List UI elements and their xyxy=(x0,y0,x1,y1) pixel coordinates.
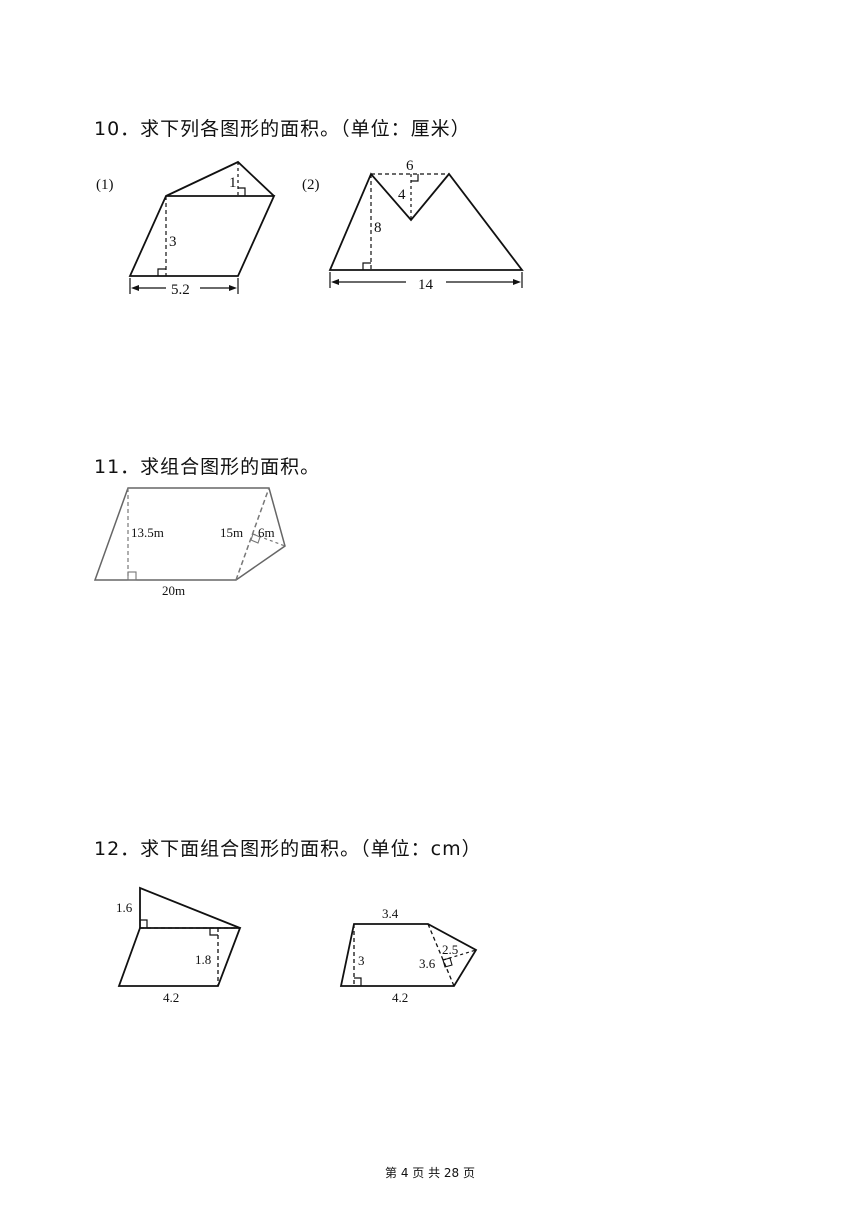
q10-fig1-base: 5.2 xyxy=(171,282,190,298)
q10-fig1-triangle xyxy=(165,160,275,197)
q10-fig2-h-small: 4 xyxy=(398,187,406,203)
q12-fig2-right-angle xyxy=(354,977,362,986)
q12-fig2-base: 4.2 xyxy=(392,990,408,1005)
q12-fig2-h-tri: 2.5 xyxy=(442,942,458,957)
q11-base: 20m xyxy=(162,583,185,598)
q10-fig1-parallelogram xyxy=(128,195,276,277)
q12-fig1-tri-right-angle xyxy=(140,919,148,928)
q10-fig2-right-angle xyxy=(362,262,371,270)
q12-fig1-parallelogram xyxy=(117,927,242,987)
q10-fig1-h-main: 3 xyxy=(169,234,177,250)
q10-fig2-h-main: 8 xyxy=(374,220,382,236)
q12-fig2-h-trap: 3 xyxy=(358,953,365,968)
q12-fig1-triangle xyxy=(139,886,241,929)
q10-fig2-small-right-angle xyxy=(411,174,419,182)
question-10-title: 10．求下列各图形的面积。（单位：厘米） xyxy=(94,118,471,140)
q11-right-angle xyxy=(127,571,137,581)
question-11-title: 11．求组合图形的面积。 xyxy=(94,456,321,478)
q10-fig2-base: 14 xyxy=(418,277,434,293)
q10-fig1-arrow-left xyxy=(131,285,139,291)
q12-fig2-outline xyxy=(339,923,478,987)
q10-fig1-arrow-right xyxy=(229,285,237,291)
q12-fig1-right-angle xyxy=(209,928,218,936)
q11-height: 13.5m xyxy=(131,525,164,540)
q10-fig1-right-angle xyxy=(157,268,166,276)
page-footer: 第 4 页 共 28 页 xyxy=(385,1166,475,1180)
q10-fig2-top: 6 xyxy=(406,158,414,174)
q12-fig2-tri-right-angle xyxy=(442,957,453,968)
q10-fig2-tag: (2) xyxy=(302,177,320,193)
q12-fig1-h-para: 1.8 xyxy=(195,952,211,967)
q10-fig1-h-small: 1 xyxy=(229,175,237,191)
q11-tri-right-angle xyxy=(250,533,261,544)
question-12-title: 12．求下面组合图形的面积。（单位：cm） xyxy=(94,838,482,860)
q11-outline xyxy=(93,487,286,581)
q12-fig2-diagonal xyxy=(427,923,455,987)
q12-fig2-top: 3.4 xyxy=(382,906,399,921)
q10-fig1-tag: (1) xyxy=(96,177,114,193)
q11-diag: 15m xyxy=(220,525,243,540)
q12-fig1-base: 4.2 xyxy=(163,990,179,1005)
q10-figure-1: (1) 3 1 5.2 xyxy=(96,160,276,298)
q10-figure-2: (2) 6 4 8 14 xyxy=(302,158,524,293)
q10-fig2-arrow-left xyxy=(331,279,339,285)
q10-fig2-shape xyxy=(328,172,524,271)
q10-fig1-small-right-angle xyxy=(238,187,246,196)
q12-fig2-diag: 3.6 xyxy=(419,956,436,971)
q11-h-tri: 6m xyxy=(258,525,275,540)
q12-fig1-h-tri: 1.6 xyxy=(116,900,133,915)
q12-figure-2: 3.4 3 3.6 2.5 4.2 xyxy=(339,906,478,1005)
q11-figure: 13.5m 15m 6m 20m xyxy=(93,487,286,598)
q12-figure-1: 1.6 1.8 4.2 xyxy=(116,886,242,1005)
q10-fig2-arrow-right xyxy=(513,279,521,285)
